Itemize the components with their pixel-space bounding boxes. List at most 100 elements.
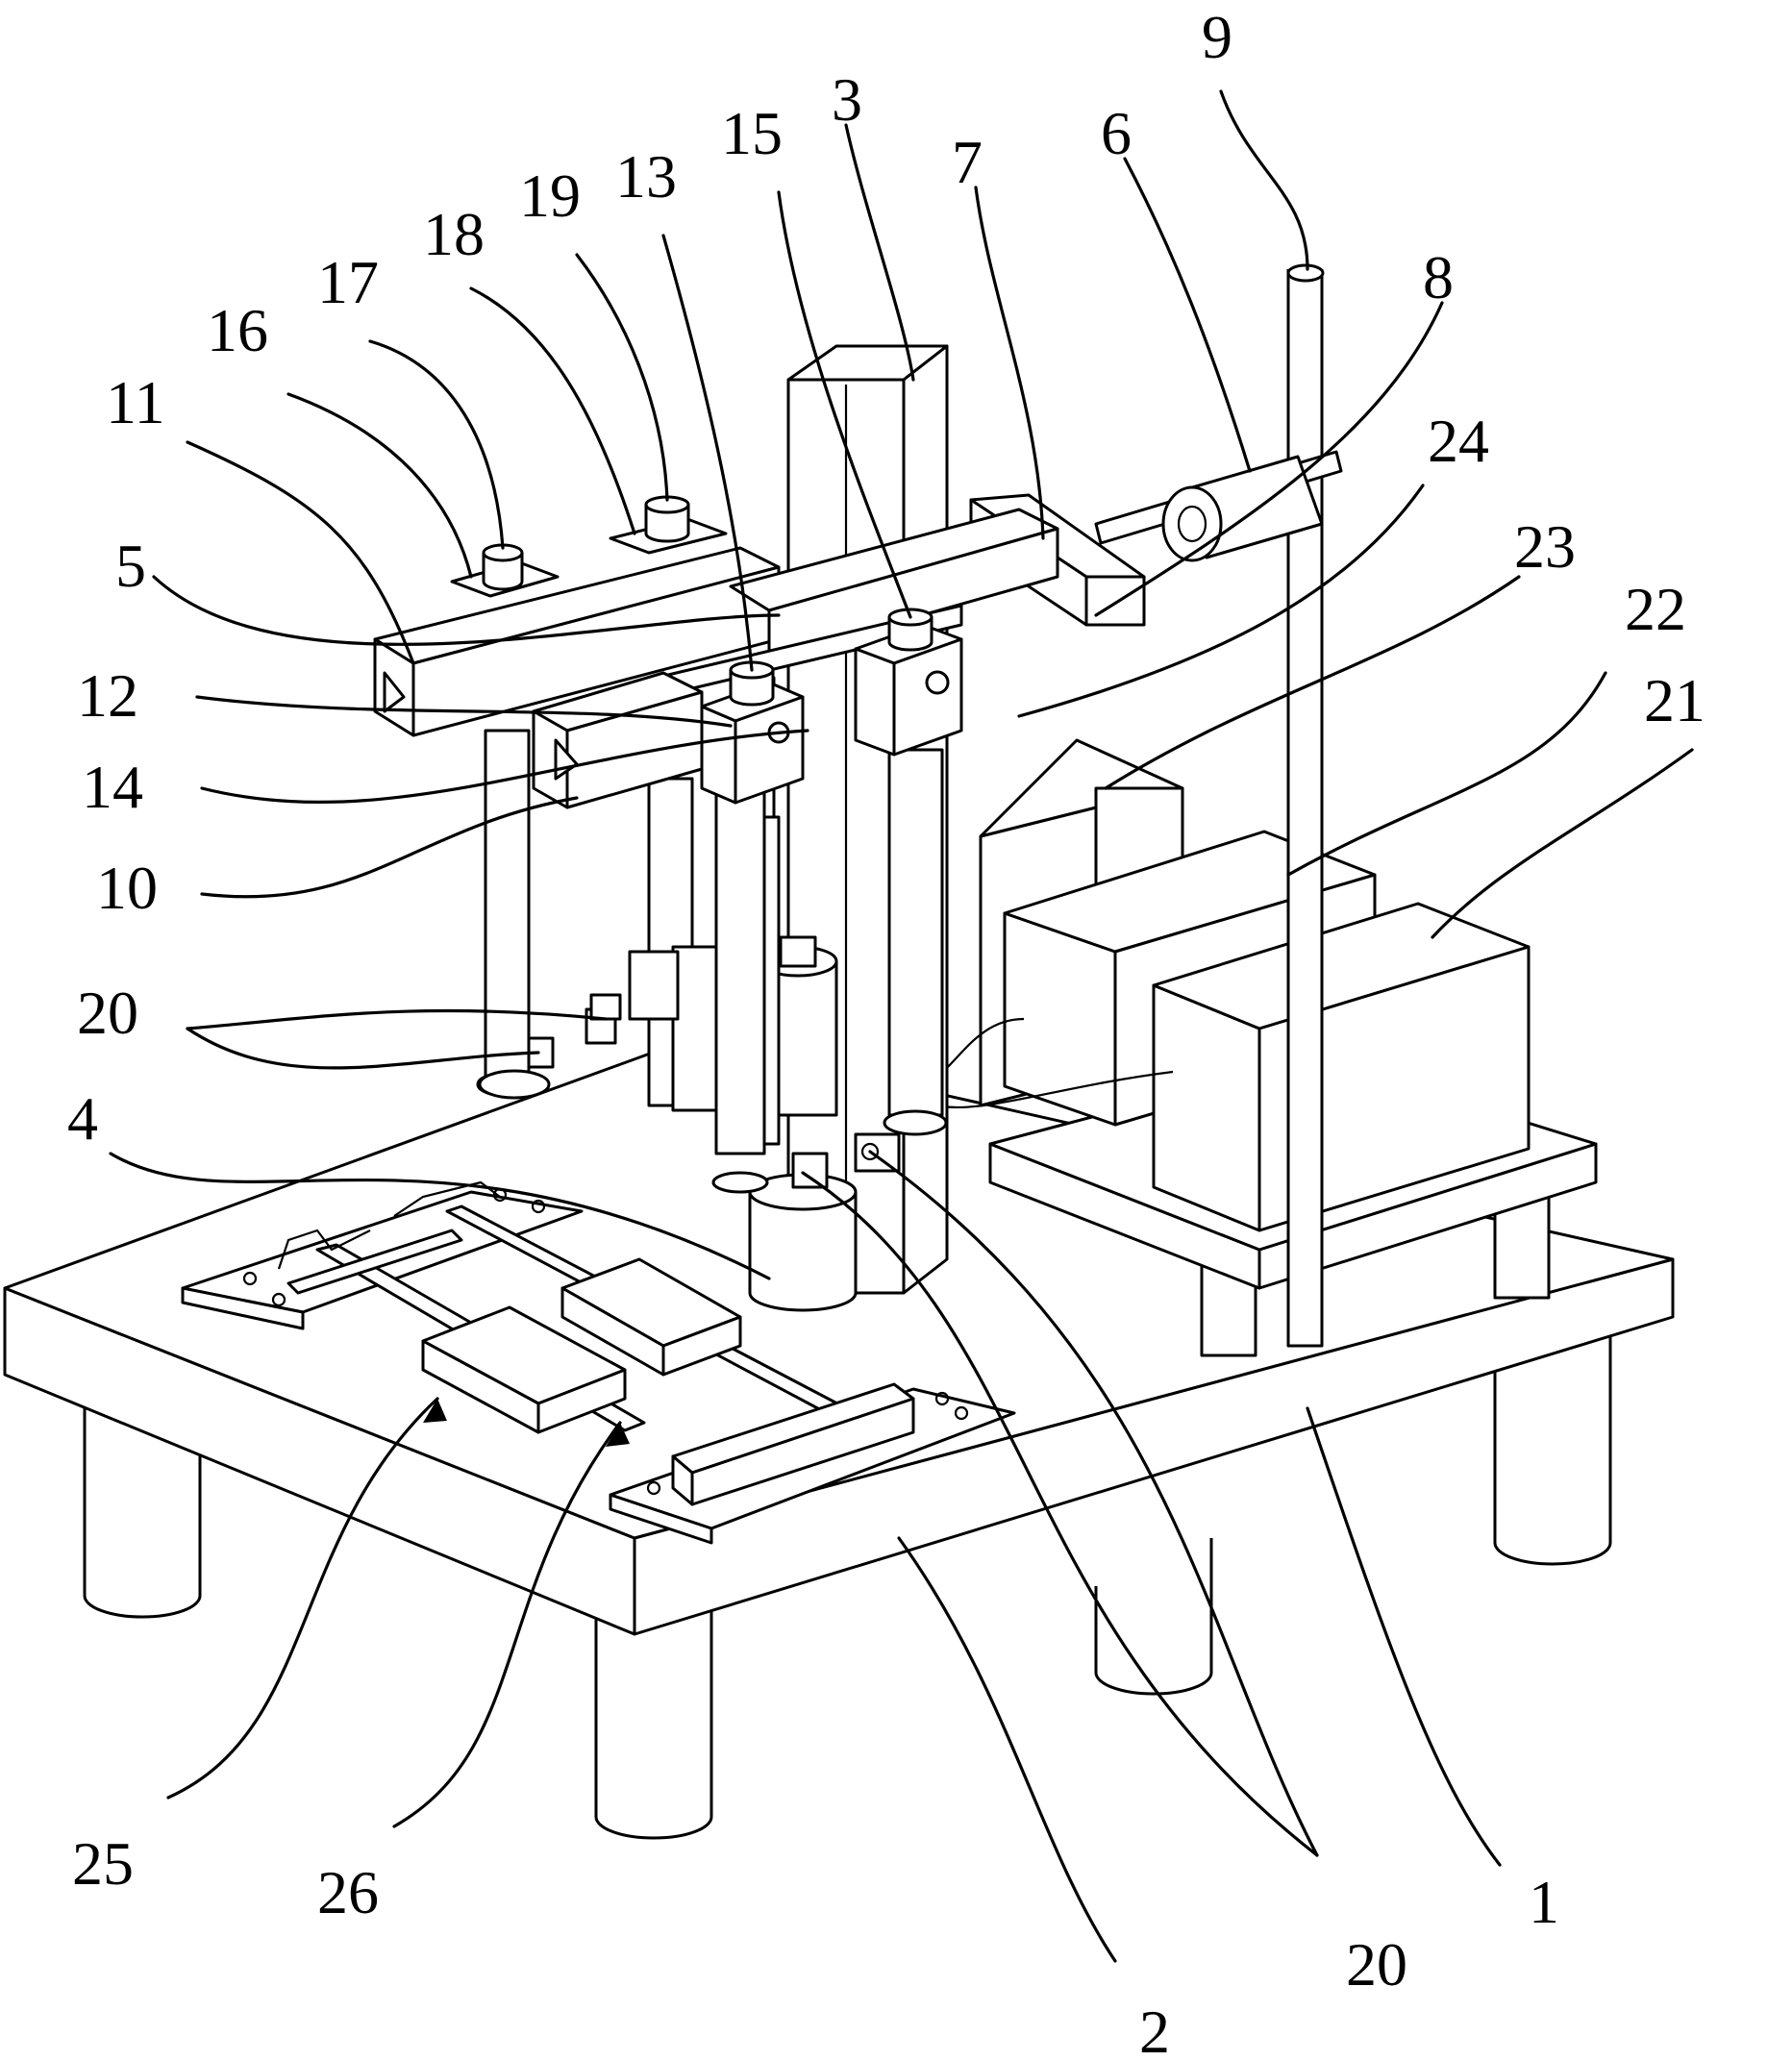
bolt (934, 1391, 950, 1406)
leader-14 (200, 729, 809, 804)
callout-24: 24 (1428, 407, 1489, 475)
callout-13: 13 (615, 142, 677, 211)
clamp (690, 1397, 915, 1506)
arrowhead (423, 1399, 447, 1423)
leader-21 (1431, 748, 1694, 939)
cylinder-cap (711, 1171, 769, 1194)
leader-17 (368, 339, 505, 550)
callout-9: 9 (1202, 3, 1232, 71)
callout-1: 1 (1529, 1868, 1559, 1936)
gantry (373, 450, 1343, 809)
clamp-arm (277, 1229, 371, 1270)
callout-23: 23 (1514, 512, 1576, 581)
knob-13 (729, 670, 775, 707)
table-leg (1493, 1327, 1612, 1566)
cylinder-rod (714, 748, 766, 1155)
callout-2: 2 (1139, 1998, 1170, 2061)
cylinder-body (628, 950, 680, 1021)
fixture (181, 1180, 1016, 1545)
callout-25: 25 (72, 1829, 134, 1898)
leader-10 (200, 796, 579, 899)
bolt (531, 1199, 546, 1214)
cylinder-cap (883, 1109, 948, 1136)
leader-6 (1123, 157, 1252, 473)
leader-2 (897, 1536, 1117, 1963)
callout-14: 14 (82, 753, 143, 821)
callout-16: 16 (207, 296, 268, 364)
table-leg (594, 1596, 713, 1840)
callout-15: 15 (721, 99, 783, 167)
fixture-plate-left-edge (181, 1286, 305, 1330)
callout-7: 7 (952, 128, 983, 196)
sleeve-6-end (1161, 485, 1223, 562)
knob-17 (482, 553, 524, 591)
unit-13-side (700, 705, 737, 805)
callout-26: 26 (317, 1858, 379, 1926)
callout-20-left: 20 (77, 979, 138, 1047)
sensor (589, 993, 622, 1021)
leader-13 (661, 234, 754, 672)
callout-17: 17 (317, 248, 379, 316)
callout-19: 19 (519, 161, 581, 230)
leader-7 (974, 186, 1045, 540)
block-25-side (536, 1368, 627, 1434)
leader-25 (166, 1397, 439, 1800)
cylinder-head (779, 935, 817, 968)
callout-22: 22 (1625, 575, 1686, 643)
callout-4: 4 (67, 1084, 98, 1153)
column (1286, 269, 1324, 1348)
leader-8 (1094, 301, 1444, 617)
box-21-side (1257, 945, 1531, 1232)
guide-column-9 (1286, 263, 1325, 1348)
clamp-arm (393, 1180, 501, 1217)
leader-12 (195, 695, 733, 728)
rail-26 (286, 1229, 463, 1295)
knob-19 (644, 505, 690, 543)
unit-15-side (854, 647, 896, 757)
table-leg (1094, 1538, 1213, 1696)
cylinder-rod (887, 748, 944, 1117)
leader-20-left (186, 1027, 540, 1070)
leader-4 (109, 1152, 771, 1280)
rail-end-marker (383, 671, 406, 713)
leader-15 (777, 190, 912, 619)
column-top (1286, 263, 1325, 283)
knob-15 (887, 617, 933, 652)
cylinder-cap (478, 1069, 551, 1100)
bolt (242, 1271, 258, 1286)
bolt (925, 670, 950, 695)
callout-21: 21 (1644, 666, 1705, 734)
callout-10: 10 (96, 854, 158, 922)
bolt (954, 1405, 969, 1421)
callout-12: 12 (77, 661, 138, 730)
callout-3: 3 (832, 65, 862, 134)
bolt (271, 1292, 286, 1307)
leader-16 (286, 392, 473, 579)
cylinder-4 (748, 1192, 858, 1312)
callout-6: 6 (1101, 99, 1132, 167)
block-25-side (661, 1315, 742, 1377)
sleeve-6-end-inner (1177, 505, 1207, 543)
leader-26 (392, 1421, 622, 1828)
leader-19 (575, 253, 669, 502)
slide-units (700, 608, 963, 805)
leader-3 (844, 123, 915, 382)
cable (936, 1070, 1174, 1109)
leader-18 (469, 286, 636, 535)
leader-11 (186, 440, 415, 665)
arrowhead (606, 1423, 630, 1447)
sensor-lens (860, 1142, 880, 1161)
callout-8: 8 (1423, 243, 1454, 311)
leader-20-left (186, 1008, 608, 1030)
bolt (646, 1480, 661, 1496)
sensor (791, 1152, 829, 1189)
callout-5: 5 (115, 532, 146, 600)
fixture-plate-right-edge (609, 1493, 713, 1545)
leader-9 (1219, 89, 1309, 271)
bar-10-side (532, 709, 569, 809)
leader-20-right (801, 1171, 1319, 1857)
leader-23 (1104, 575, 1521, 790)
leader-24 (1017, 484, 1425, 718)
leader-5 (152, 575, 781, 646)
